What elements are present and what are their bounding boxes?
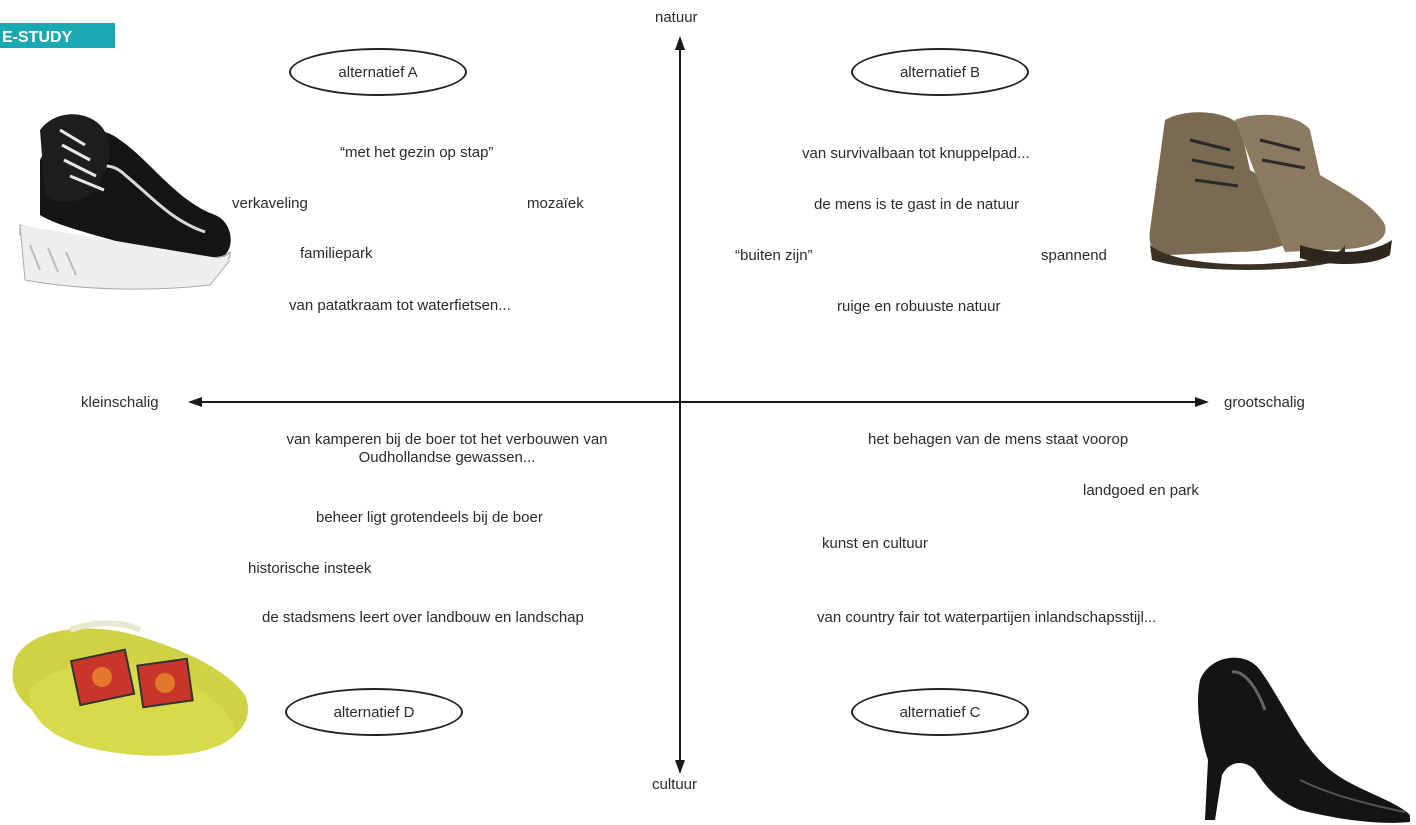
alternative-a-label: alternatief A: [338, 63, 418, 81]
alternative-a-ellipse: alternatief A: [289, 48, 467, 96]
axis-label-right: grootschalig: [1224, 394, 1305, 411]
alternative-c-ellipse: alternatief C: [851, 688, 1029, 736]
quadrant-c-landgoed: landgoed en park: [1083, 482, 1199, 499]
quadrant-b-survival: van survivalbaan tot knuppelpad...: [802, 145, 1030, 162]
quadrant-a-verkaveling: verkaveling: [232, 195, 308, 212]
alternative-c-label: alternatief C: [899, 703, 981, 721]
quadrant-b-spannend: spannend: [1041, 247, 1107, 264]
axis-label-bottom: cultuur: [652, 776, 698, 793]
quadrant-d-beheer: beheer ligt grotendeels bij de boer: [316, 509, 543, 526]
sneakers-image: [19, 114, 231, 290]
alternative-b-ellipse: alternatief B: [851, 48, 1029, 96]
section-tag: E-STUDY: [0, 23, 115, 48]
quadrant-a-quote: “met het gezin op stap”: [340, 144, 494, 161]
axis-label-top: natuur: [655, 9, 698, 26]
quadrant-b-ruige: ruige en robuuste natuur: [837, 298, 1001, 315]
quadrant-a-patat: van patatkraam tot waterfietsen...: [289, 297, 511, 314]
high-heel-image: [1197, 657, 1410, 823]
quadrant-a-mozaiek: mozaïek: [527, 195, 584, 212]
quadrant-d-historisch: historische insteek: [248, 560, 372, 577]
alternative-d-label: alternatief D: [333, 703, 415, 721]
quadrant-c-behagen: het behagen van de mens staat voorop: [868, 431, 1129, 448]
quadrant-d-kamperen-line1: van kamperen bij de boer tot het verbouw…: [286, 431, 608, 448]
quadrant-c-country: van country fair tot waterpartijen inlan…: [817, 609, 1157, 626]
quadrant-b-gast: de mens is te gast in de natuur: [814, 196, 1020, 213]
quadrant-d-stadsmens: de stadsmens leert over landbouw en land…: [262, 609, 584, 626]
quadrant-c-kunst: kunst en cultuur: [822, 535, 928, 552]
alternative-d-ellipse: alternatief D: [285, 688, 463, 736]
quadrant-d-kamperen-line2: Oudhollandse gewassen...: [358, 449, 536, 466]
hiking-boots-image: [1149, 112, 1392, 270]
alternative-b-label: alternatief B: [899, 63, 981, 81]
axis-label-left: kleinschalig: [81, 394, 159, 411]
wooden-clogs-image: [12, 620, 249, 756]
quadrant-d-kamperen: van kamperen bij de boer tot het verbouw…: [255, 431, 639, 467]
quadrant-a-familiepark: familiepark: [300, 245, 373, 262]
quadrant-b-buiten: “buiten zijn”: [735, 247, 813, 264]
